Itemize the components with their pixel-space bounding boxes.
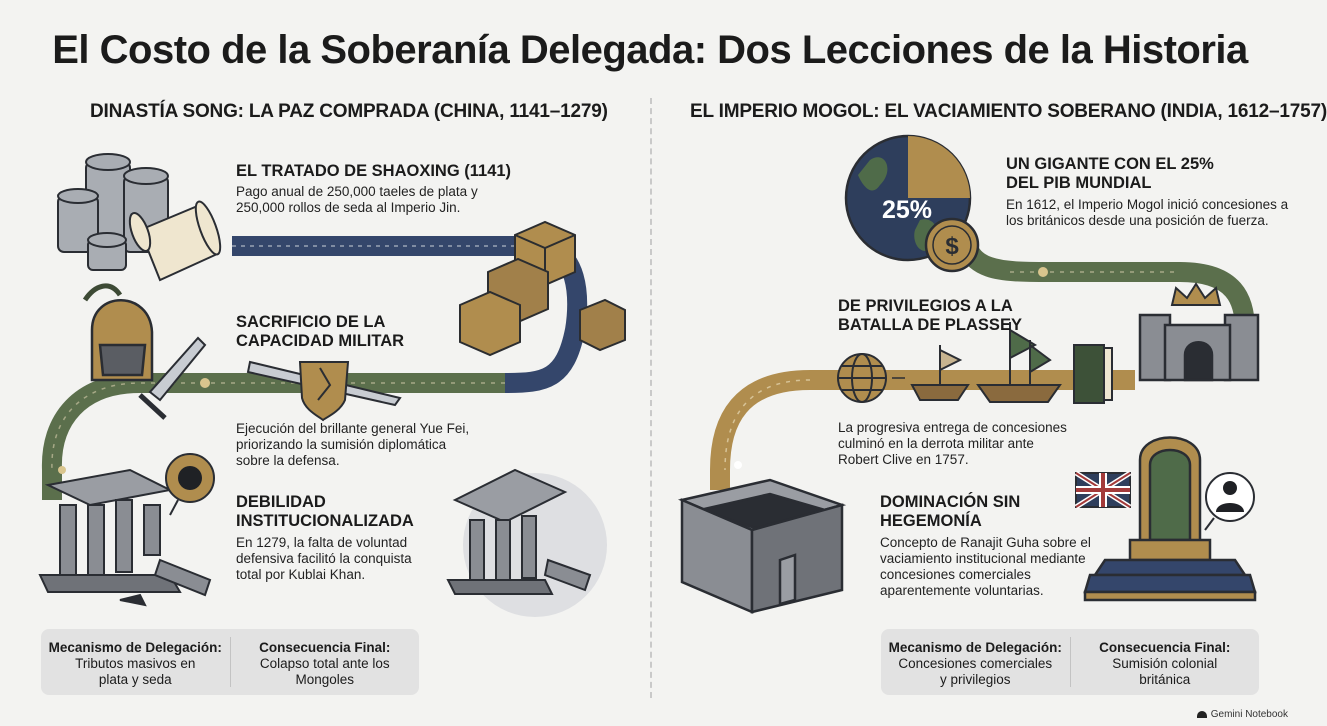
right-step-2-text: La progresiva entrega de concesiones cul… <box>838 420 1067 467</box>
svg-text:$: $ <box>945 233 959 260</box>
ruined-temple-icon <box>38 468 212 607</box>
mongol-portrait-icon <box>165 453 215 516</box>
page-title: El Costo de la Soberanía Delegada: Dos L… <box>52 28 1248 72</box>
helmet-icon <box>82 283 154 382</box>
summary-consequence: Consecuencia Final: Colapso total ante l… <box>229 637 420 687</box>
right-step-1: UN GIGANTE CON EL 25% DEL PIB MUNDIAL En… <box>1006 155 1289 228</box>
throne-icon <box>1083 436 1257 602</box>
fortress-icon <box>1138 313 1260 382</box>
summary-mechanism: Mecanismo de Delegación: Tributos masivo… <box>48 640 222 687</box>
sailing-ship-icon <box>910 322 1062 403</box>
book-icon <box>1073 344 1113 404</box>
footer-label: Gemini Notebook <box>1210 709 1288 720</box>
left-step-3: DEBILIDAD INSTITUCIONALIZADA En 1279, la… <box>236 493 414 582</box>
broken-sword-shield-icon <box>246 360 402 422</box>
step-title: EL TRATADO DE SHAOXING (1141) <box>236 162 512 180</box>
ruined-temple-circle-icon <box>446 468 607 617</box>
illustration-layer: $ <box>38 134 1260 617</box>
sword-icon <box>138 336 207 420</box>
scroll-icon <box>128 200 222 282</box>
right-step-3: DOMINACIÓN SIN HEGEMONÍA Concepto de Ran… <box>880 493 1091 598</box>
globe-percentage-label: 25% <box>881 196 933 224</box>
left-step-2-title: SACRIFICIO DE LA CAPACIDAD MILITAR <box>236 313 405 350</box>
hollow-institution-icon <box>677 478 847 614</box>
british-flag-icon <box>1074 470 1132 510</box>
official-portrait-icon <box>1204 472 1255 531</box>
silver-coins-icon <box>57 153 169 271</box>
right-summary-box: Mecanismo de Delegación: Concesiones com… <box>881 629 1259 695</box>
coin-dollar-icon: $ <box>924 217 980 273</box>
step-text: Pago anual de 250,000 taeles de plata y … <box>236 184 478 215</box>
crown-icon <box>1170 282 1222 306</box>
notebook-logo-icon <box>1196 711 1207 718</box>
left-step-2-text: Ejecución del brillante general Yue Fei,… <box>236 421 470 468</box>
footer-brand: Gemini Notebook <box>1196 709 1288 720</box>
summary-mechanism: Mecanismo de Delegación: Concesiones com… <box>888 640 1062 687</box>
left-summary-box: Mecanismo de Delegación: Tributos masivo… <box>41 629 419 695</box>
right-section-heading: EL IMPERIO MOGOL: EL VACIAMIENTO SOBERAN… <box>690 101 1327 122</box>
left-step-1: EL TRATADO DE SHAOXING (1141) Pago anual… <box>236 162 511 216</box>
right-step-2-title: DE PRIVILEGIOS A LA BATALLA DE PLASSEY <box>838 297 1022 334</box>
left-section-heading: DINASTÍA SONG: LA PAZ COMPRADA (CHINA, 1… <box>90 101 608 122</box>
gold-blocks-icon <box>459 220 626 357</box>
section-divider <box>650 98 652 698</box>
globe-network-icon <box>837 353 905 403</box>
summary-consequence: Consecuencia Final: Sumisión colonial br… <box>1069 637 1260 687</box>
